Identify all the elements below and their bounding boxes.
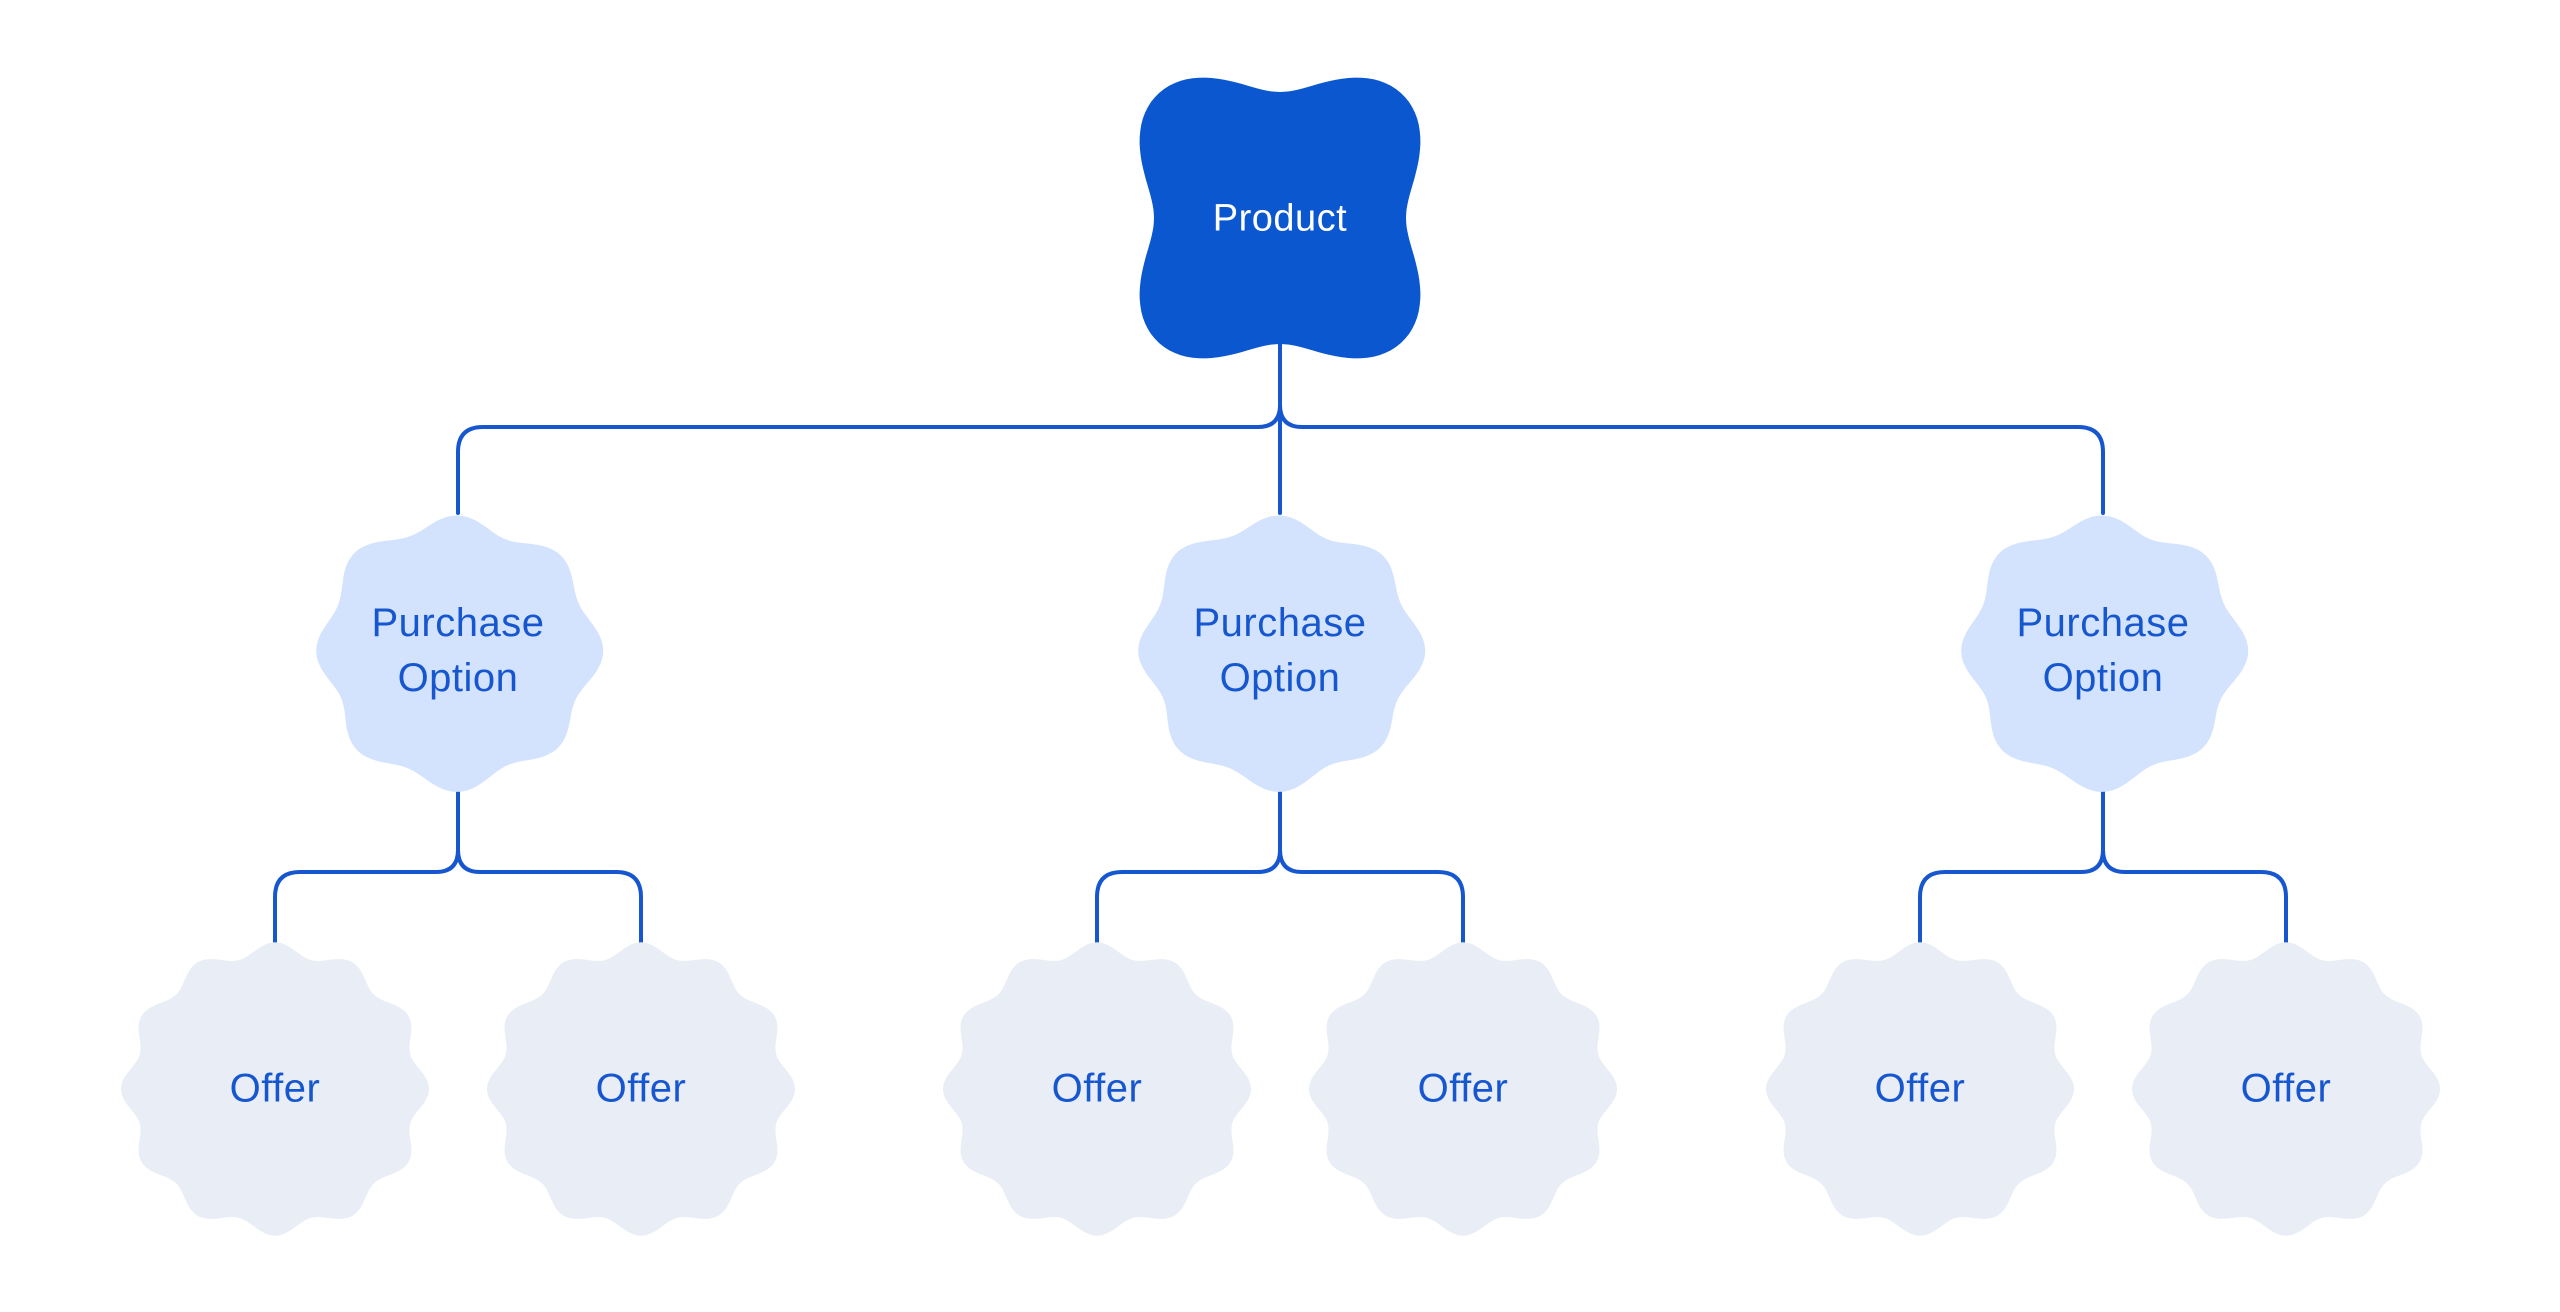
purchase-option-node-blob (316, 515, 604, 792)
connector-line (456, 788, 643, 947)
purchase-option-node-blob (1138, 515, 1426, 792)
offer-node-label: Offer (595, 1066, 687, 1111)
purchase-option-node-blob (1961, 515, 2249, 792)
offer-node-label: Offer (229, 1066, 321, 1111)
offer-node-blob (120, 942, 430, 1236)
purchase-option-node-label: Purchase Option (2016, 600, 2190, 700)
connector-line (273, 788, 460, 947)
connector-line (2101, 788, 2288, 947)
connector-line (456, 341, 1282, 515)
connector-line (1278, 341, 2105, 515)
product-node-blob (1139, 77, 1421, 359)
connector-line (1278, 788, 1465, 947)
connector-line (1095, 788, 1282, 947)
connector-line (1918, 788, 2105, 947)
offer-node-blob (2131, 942, 2441, 1236)
purchase-option-node-label: Purchase Option (1193, 600, 1367, 700)
offer-node-blob (1308, 942, 1618, 1236)
offer-node-blob (486, 942, 796, 1236)
offer-node-label: Offer (1051, 1066, 1143, 1111)
offer-node-label: Offer (1417, 1066, 1509, 1111)
offer-node-blob (942, 942, 1252, 1236)
offer-node-blob (1765, 942, 2075, 1236)
product-node-label: Product (1212, 197, 1348, 240)
offer-node-label: Offer (1874, 1066, 1966, 1111)
purchase-option-node-label: Purchase Option (371, 600, 545, 700)
offer-node-label: Offer (2240, 1066, 2332, 1111)
